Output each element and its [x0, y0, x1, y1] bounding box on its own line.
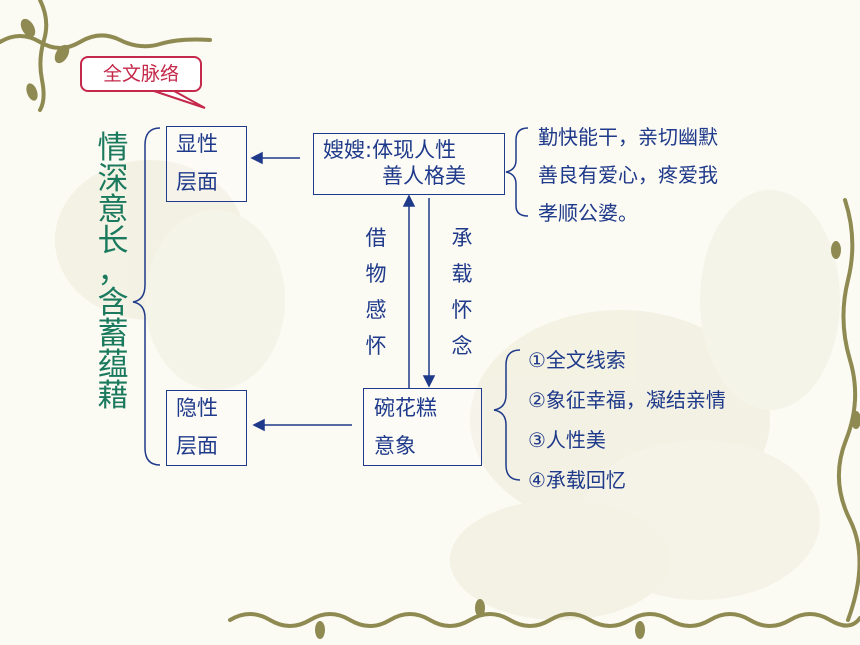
- title-char: 藉: [97, 378, 129, 414]
- cake-line2: 意象: [374, 434, 416, 458]
- arrowhead-left-top: [250, 151, 263, 165]
- main-brace: [132, 127, 161, 466]
- title-char: 含: [97, 285, 129, 321]
- implicit-line1: 隐性: [176, 396, 218, 420]
- sister-line1: 嫂嫂:体现人性: [323, 138, 457, 162]
- meaning-item: ③人性美: [528, 428, 606, 452]
- implicit-line2: 层面: [176, 434, 218, 458]
- left-arrow-char: 怀: [365, 334, 387, 358]
- left-arrow-char: 借: [365, 226, 387, 250]
- right-arrow-char: 承: [451, 226, 473, 250]
- explicit-line1: 显性: [176, 132, 218, 156]
- explicit-line2: 层面: [176, 170, 218, 194]
- trait-item: 孝顺公婆。: [538, 201, 638, 225]
- meanings-brace: [493, 349, 521, 481]
- meaning-item: ④承载回忆: [528, 468, 626, 492]
- sister-line2: 善人格美: [382, 164, 466, 188]
- arrows: [250, 151, 436, 432]
- title-char: ，: [97, 254, 129, 290]
- left-arrow-label: 借 物 感 怀: [364, 220, 388, 364]
- title-char: 意: [97, 192, 129, 228]
- title-char: 长: [97, 223, 129, 259]
- explicit-level-box: 显性 层面: [166, 126, 247, 202]
- flower-decoration: [55, 160, 840, 620]
- trait-item: 勤快能干，亲切幽默: [538, 125, 718, 149]
- cake-meanings-list: ①全文线索 ②象征幸福，凝结亲情 ③人性美 ④承载回忆: [528, 340, 726, 500]
- traits-brace: [505, 127, 529, 217]
- arrowhead-down: [422, 375, 436, 388]
- cake-image-box: 碗花糕 意象: [363, 388, 482, 466]
- title-char: 深: [97, 161, 129, 197]
- cake-line1: 碗花糕: [374, 396, 437, 420]
- right-arrow-char: 念: [451, 334, 473, 358]
- vine-decoration: [0, 0, 860, 628]
- sister-box: 嫂嫂:体现人性 善人格美: [313, 133, 505, 195]
- section-tag: 全文脉络: [80, 56, 202, 92]
- arrowhead-up: [402, 194, 416, 207]
- right-arrow-label: 承 载 怀 念: [450, 220, 474, 364]
- left-arrow-char: 感: [365, 298, 387, 322]
- title-char: 蕴: [97, 347, 129, 383]
- right-arrow-char: 载: [451, 262, 473, 286]
- left-arrow-char: 物: [365, 262, 387, 286]
- right-arrow-char: 怀: [451, 298, 473, 322]
- meaning-item: ①全文线索: [528, 348, 626, 372]
- title-char: 情: [97, 130, 129, 166]
- arrowhead-left-bottom: [252, 418, 265, 432]
- sister-traits-list: 勤快能干，亲切幽默 善良有爱心，疼爱我 孝顺公婆。: [538, 118, 718, 232]
- vine-leaves: [20, 18, 860, 639]
- title-char: 蓄: [97, 316, 129, 352]
- trait-item: 善良有爱心，疼爱我: [538, 163, 718, 187]
- implicit-level-box: 隐性 层面: [166, 390, 247, 466]
- meaning-item: ②象征幸福，凝结亲情: [528, 388, 726, 412]
- vertical-title: 情 深 意 长 ， 含 蓄 蕴 藉: [93, 133, 133, 412]
